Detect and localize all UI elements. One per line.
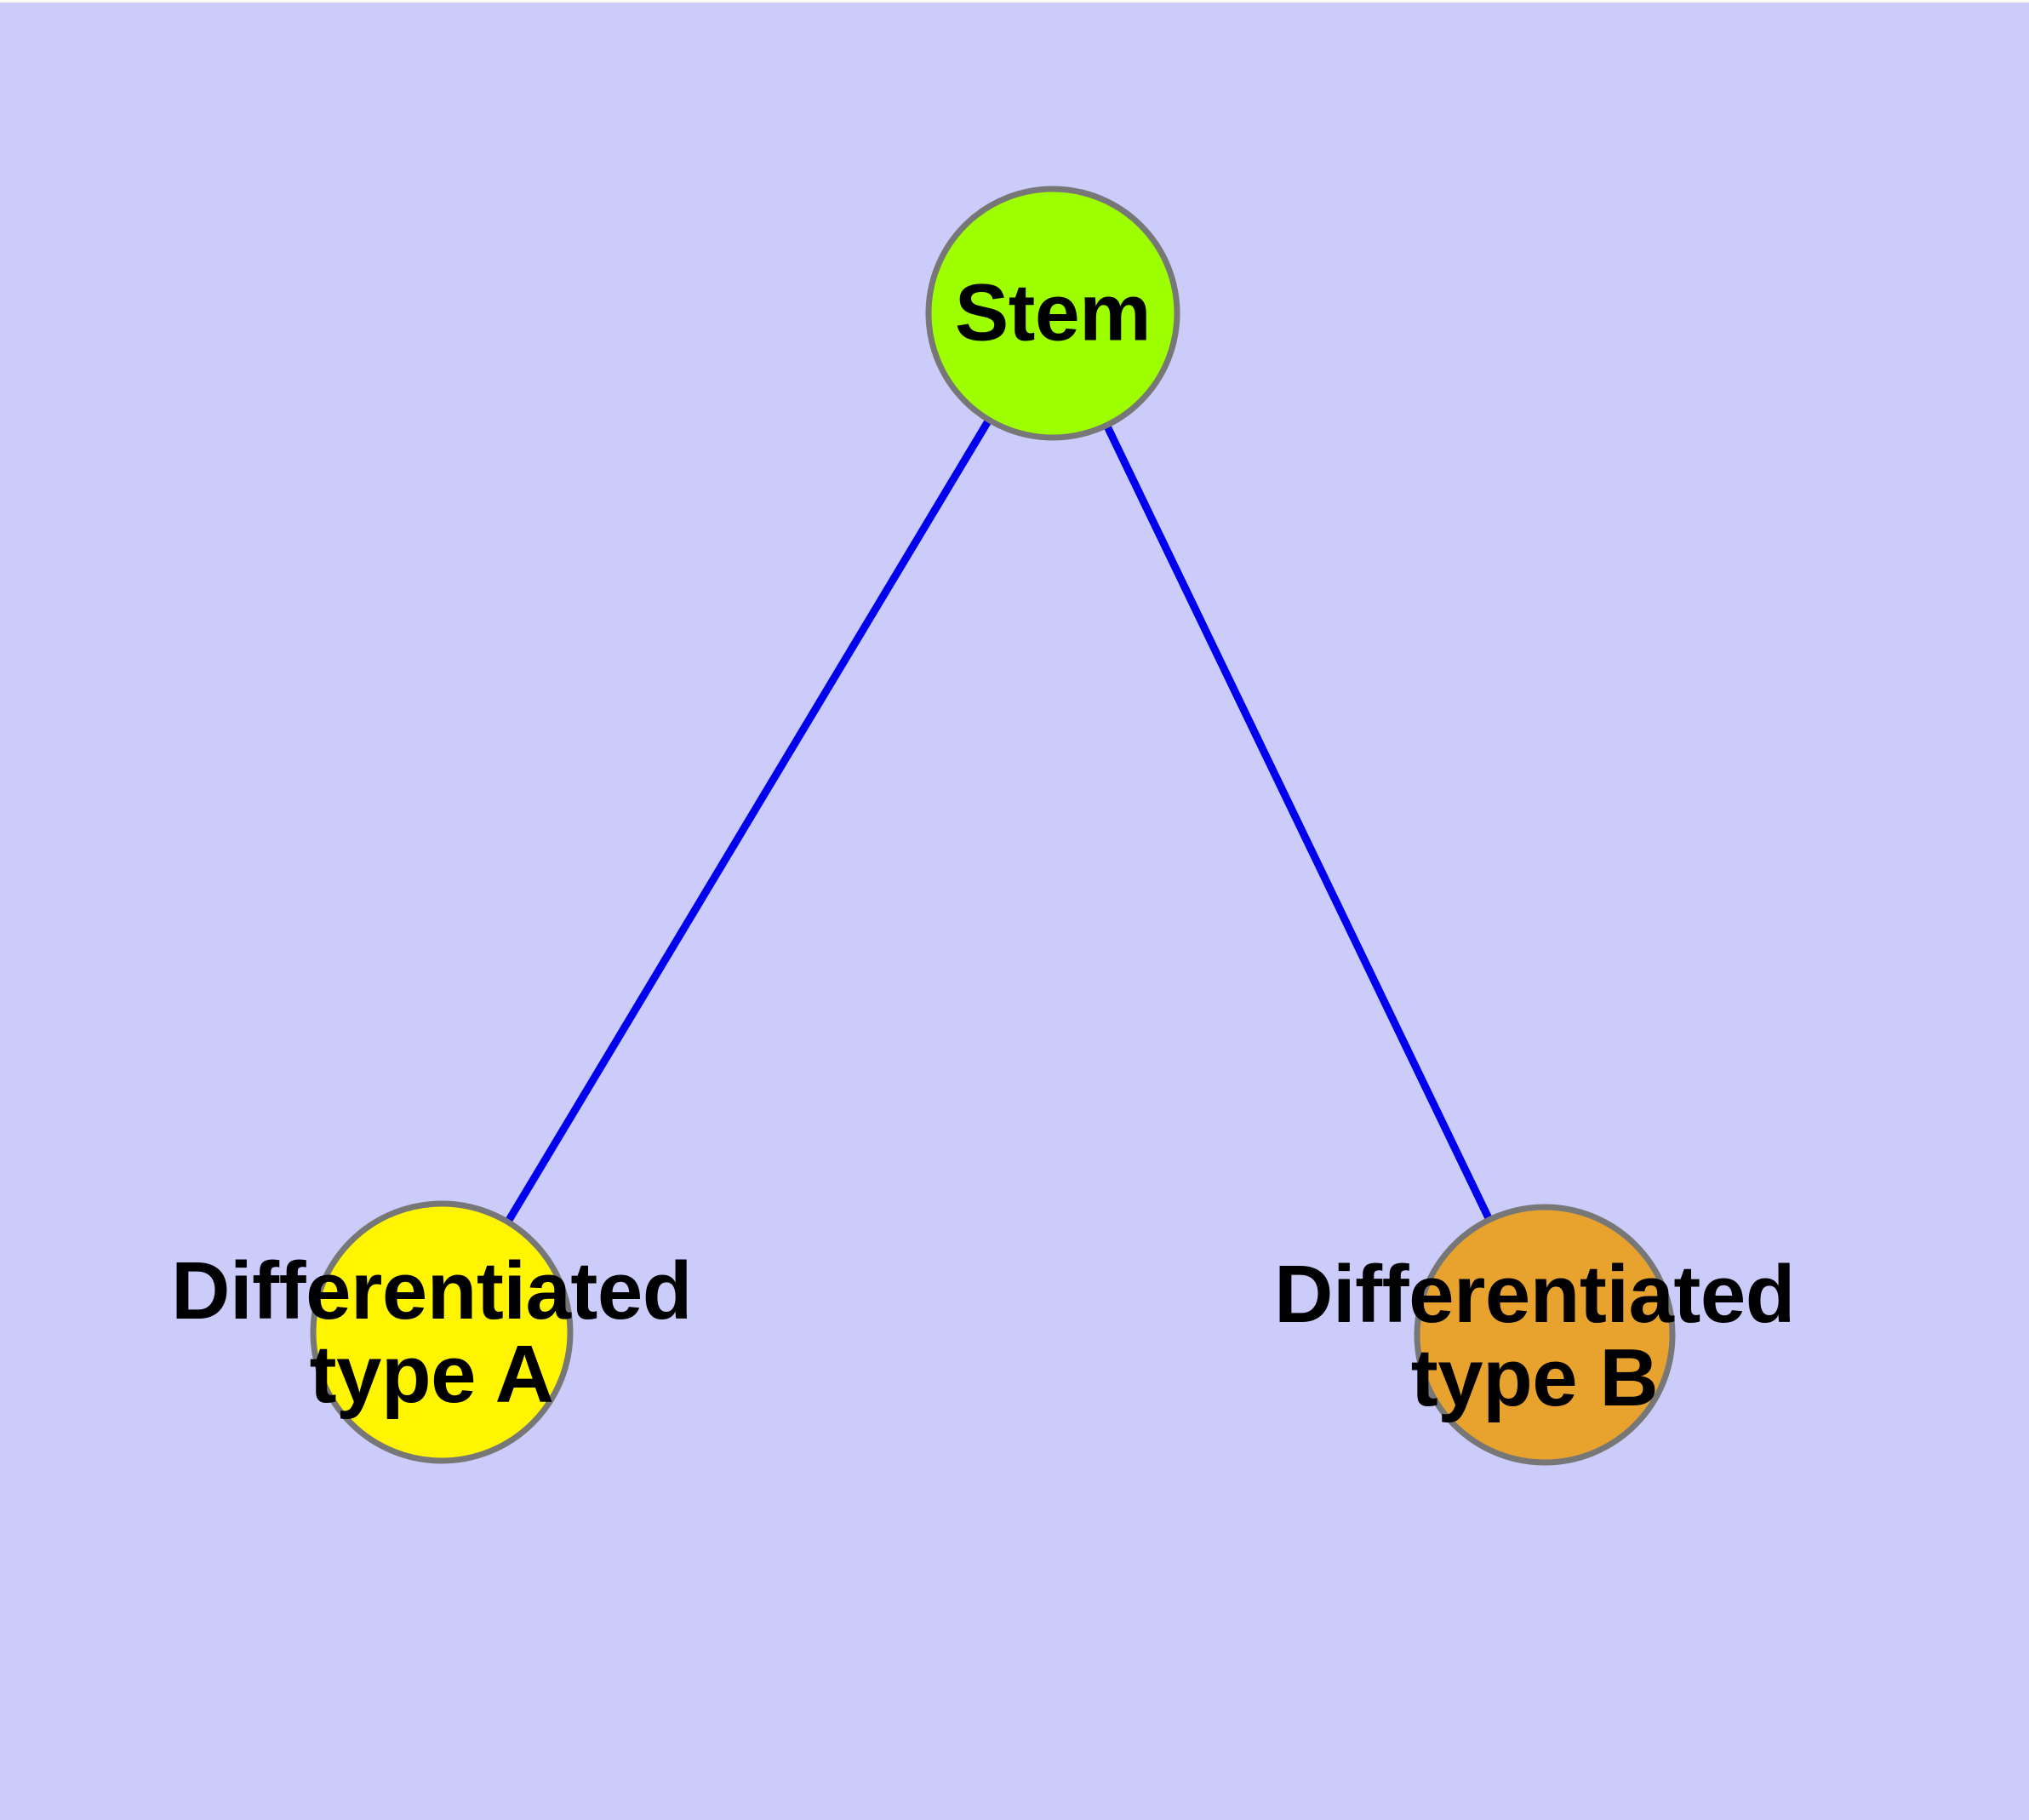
edge-stem-to-differentiated-type-b[interactable] bbox=[1049, 312, 1549, 1336]
node-stem[interactable] bbox=[925, 186, 1180, 441]
nodes-layer bbox=[310, 186, 1676, 1466]
edge-stem-to-differentiated-type-a[interactable] bbox=[438, 311, 1056, 1335]
node-differentiated-type-b[interactable] bbox=[1414, 1204, 1676, 1466]
node-differentiated-type-a[interactable] bbox=[310, 1200, 574, 1464]
edges-layer bbox=[438, 311, 1549, 1336]
